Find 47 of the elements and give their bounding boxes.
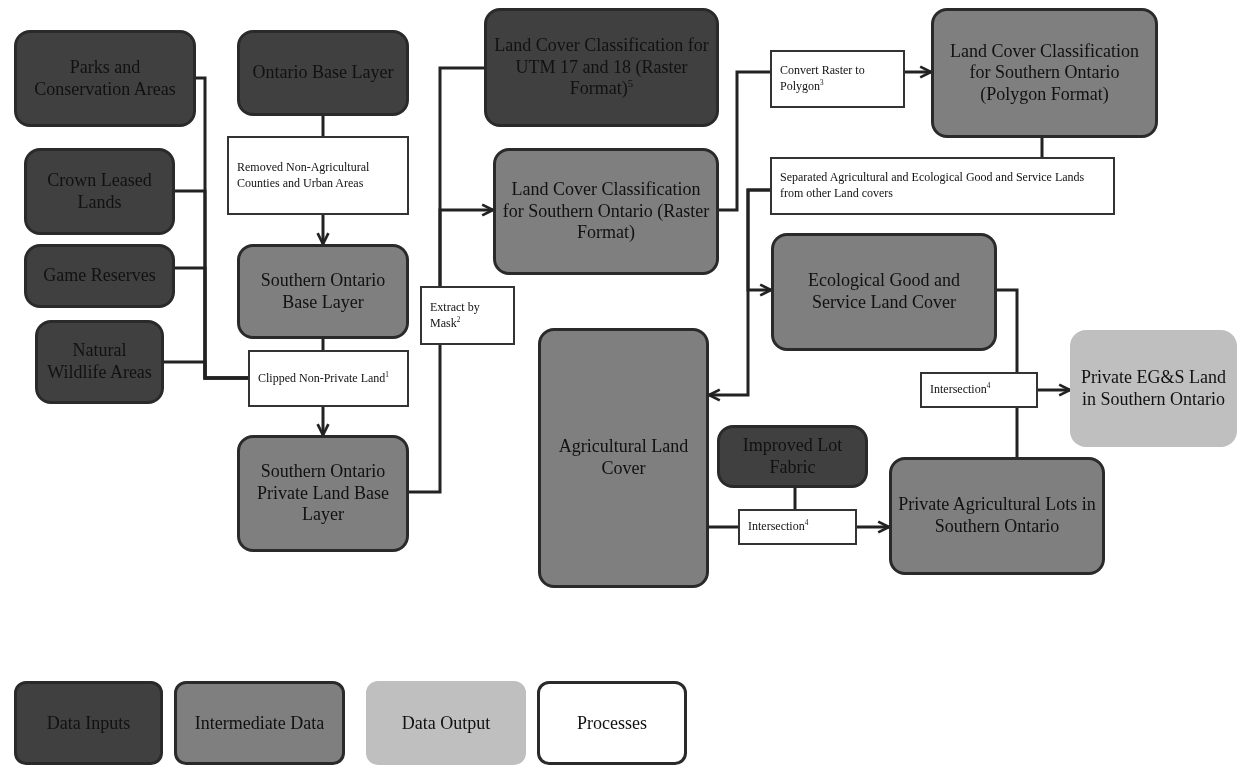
- intermediate-data-box: [889, 457, 1105, 575]
- node-label: Extract by Mask$^{2}$: [430, 299, 481, 332]
- node-label: Southern Ontario Base Layer: [259, 269, 387, 314]
- node-label: Removed Non-Agricultural Counties and Urban Areas: [237, 159, 371, 192]
- node-label: Southern Ontario Private Land Base Layer: [256, 461, 390, 526]
- connector-arrow: [1038, 383, 1072, 397]
- node-label: Intersection$^{4}$: [748, 519, 809, 535]
- intermediate-data-box: [931, 8, 1158, 138]
- connector-arrow: [707, 188, 770, 402]
- process-box: [770, 50, 905, 108]
- legend-label: Processes: [576, 711, 648, 735]
- legend-label: Data Output: [400, 711, 492, 735]
- connector-arrow: [316, 407, 330, 437]
- input-data-box: [24, 244, 175, 308]
- legend-label: Intermediate Data: [193, 711, 326, 735]
- node-label: Private EG&S Land in Southern Ontario: [1080, 366, 1227, 411]
- process-box: [738, 509, 857, 545]
- node-label: Agricultural Land Cover: [557, 436, 690, 480]
- process-box: [420, 286, 515, 345]
- node-label: Land Cover Classification for Southern Ontario (Raster Format): [502, 179, 710, 244]
- intermediate-data-box: [771, 233, 997, 351]
- connector-arrow: [857, 520, 891, 534]
- intermediate-data-box: [493, 148, 719, 275]
- input-data-box: [24, 148, 175, 235]
- intermediate-data-box: [538, 328, 709, 588]
- node-label: Private Agricultural Lots in Southern Ontario: [898, 494, 1096, 538]
- input-data-box: [35, 320, 164, 404]
- input-data-box: [237, 30, 409, 116]
- process-box: [920, 372, 1038, 408]
- node-label: Clipped Non-Private Land$^{1}$: [258, 370, 389, 387]
- node-label: Separated Agricultural and Ecological Good and Service Lands from other Land covers: [780, 170, 1086, 202]
- intermediate-data-box: [237, 244, 409, 339]
- process-box: [770, 157, 1115, 215]
- process-box: [248, 350, 409, 407]
- input-data-box: [717, 425, 868, 488]
- node-label: Land Cover Classification for Southern Ontario (Polygon Format): [949, 40, 1140, 106]
- node-label: Ecological Good and Service Land Cover: [807, 270, 961, 314]
- process-box: [227, 136, 409, 215]
- output-data-box: [1070, 330, 1237, 447]
- node-label: Convert Raster to Polygon$^{3}$: [780, 63, 866, 95]
- input-data-box: [484, 8, 719, 127]
- connector-arrow: [905, 65, 933, 79]
- connector-arrow: [438, 203, 495, 286]
- input-data-box: [14, 30, 196, 127]
- node-label: Intersection$^{4}$: [930, 382, 991, 398]
- connector-arrow: [316, 215, 330, 246]
- intermediate-data-box: [237, 435, 409, 552]
